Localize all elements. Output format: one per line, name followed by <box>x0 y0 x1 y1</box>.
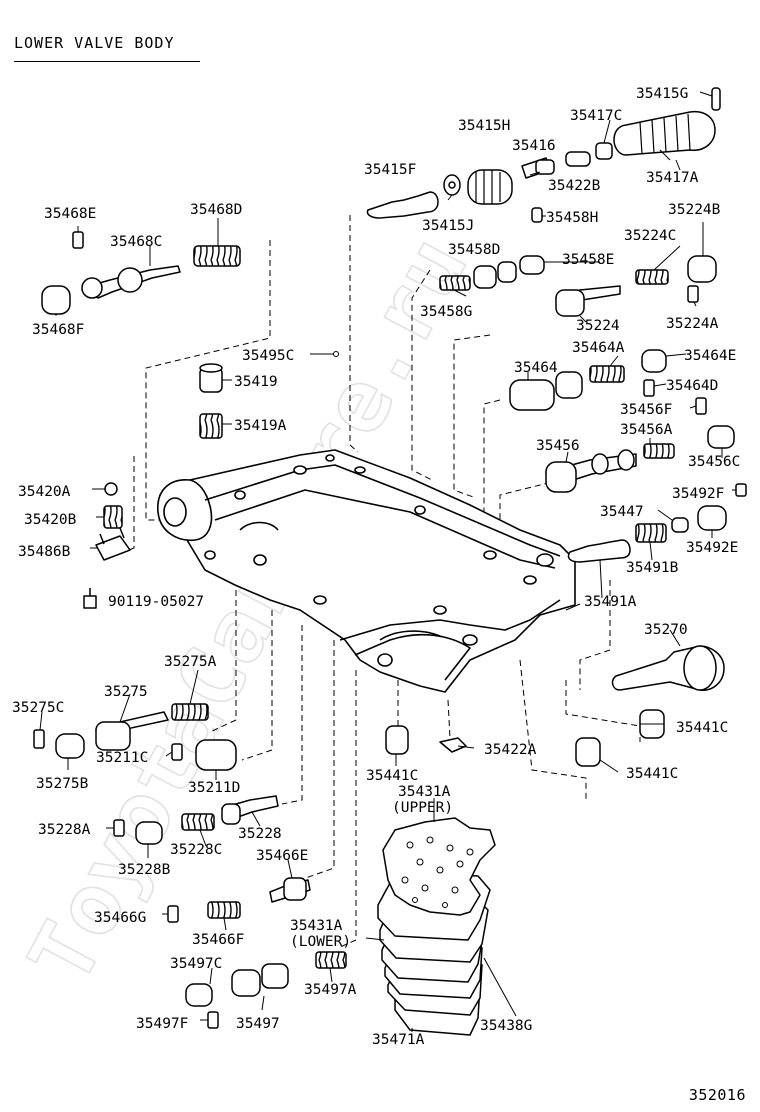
part-label-p9: 35458H <box>546 210 598 226</box>
part-label-p23: 35464 <box>514 360 558 376</box>
part-label-p20: 35224A <box>666 316 719 332</box>
part-label-p24: 35464E <box>684 348 736 364</box>
part-label-p32: 35420A <box>18 484 71 500</box>
part-label-p59: 35466G <box>94 910 146 926</box>
part-label-p46: 35211C <box>96 750 148 766</box>
part-label-p16: 35458E <box>562 252 614 268</box>
part-label-p65: 35497F <box>136 1016 188 1032</box>
part-label-p48: 35275B <box>36 776 89 792</box>
part-label-p7: 35417A <box>646 170 699 186</box>
part-label-p66: 35497 <box>236 1016 280 1032</box>
part-label-p61: 35431A <box>290 918 343 934</box>
part-label-p14: 35458D <box>448 242 500 258</box>
part-label-p39: 90119-05027 <box>108 594 204 610</box>
part-label-p33: 35492F <box>672 486 724 502</box>
diagram-number: 352016 <box>688 1086 746 1104</box>
leader-lines <box>113 215 641 949</box>
part-label-p34: 35447 <box>600 504 644 520</box>
part-label-p60: 35466F <box>192 932 244 948</box>
part-label-p22: 35495C <box>242 348 294 364</box>
part-label-p52: 35431A <box>398 784 451 800</box>
part-label-p36: 35492E <box>686 540 738 556</box>
part-label-p15: 35224C <box>624 228 676 244</box>
part-label-p3: 35415H <box>458 118 510 134</box>
part-label-p28: 35419A <box>234 418 287 434</box>
part-label-p30: 35456 <box>536 438 580 454</box>
part-label-p67: 35438G <box>480 1018 532 1034</box>
part-label-p13: 35468C <box>110 234 162 250</box>
part-label-p1: 35415G <box>636 86 688 102</box>
part-label-p10: 35224B <box>668 202 721 218</box>
part-label-p44: 35275 <box>104 684 148 700</box>
part-label-p26: 35464D <box>666 378 718 394</box>
part-label-p57: 35228B <box>118 862 171 878</box>
part-label-p29: 35456A <box>620 422 673 438</box>
part-label-p21: 35464A <box>572 340 625 356</box>
part-label-p43: 35275C <box>12 700 64 716</box>
part-label-p47: 35422A <box>484 742 537 758</box>
part-label-p63: 35497C <box>170 956 222 972</box>
part-label-p42: 35275A <box>164 654 217 670</box>
part-label-p68: 35471A <box>372 1032 425 1048</box>
part-label-p4: 35416 <box>512 138 556 154</box>
part-label-p17: 35458G <box>420 304 472 320</box>
part-label-p58: 35466E <box>256 848 308 864</box>
part-label-p12: 35468D <box>190 202 242 218</box>
part-label-p55: 35228 <box>238 826 282 842</box>
part-label-p19: 35224 <box>576 318 620 334</box>
part-label-p35: 35420B <box>24 512 77 528</box>
part-label-p38: 35491B <box>626 560 679 576</box>
part-label-p31: 35456C <box>688 454 740 470</box>
part-label-p2: 35417C <box>570 108 622 124</box>
part-label-p56: 35228C <box>170 842 222 858</box>
part-label-p45: 35441C <box>676 720 728 736</box>
part-label-p51: 35441C <box>626 766 678 782</box>
part-label-p49: 35211D <box>188 780 240 796</box>
part-label-p54: 35228A <box>38 822 91 838</box>
part-label-p8: 35415J <box>422 218 474 234</box>
part-label-p64: 35497A <box>304 982 357 998</box>
part-label-p41: 35270 <box>644 622 688 638</box>
part-label-p27: 35456F <box>620 402 672 418</box>
part-label-p6: 35422B <box>548 178 601 194</box>
part-label-p18: 35468F <box>32 322 84 338</box>
part-label-p11: 35468E <box>44 206 96 222</box>
title-underline <box>14 61 200 62</box>
part-label-p25: 35419 <box>234 374 278 390</box>
part-label-p62: (LOWER) <box>290 934 351 950</box>
part-label-p5: 35415F <box>364 162 416 178</box>
part-label-p53: (UPPER) <box>392 800 453 816</box>
part-label-p50: 35441C <box>366 768 418 784</box>
lower-valve-body <box>157 449 576 693</box>
separator-plates <box>377 817 496 1036</box>
part-label-p40: 35491A <box>584 594 637 610</box>
label-pointers <box>39 91 736 1032</box>
part-label-p37: 35486B <box>18 544 71 560</box>
diagram-title: LOWER VALVE BODY <box>14 34 175 52</box>
